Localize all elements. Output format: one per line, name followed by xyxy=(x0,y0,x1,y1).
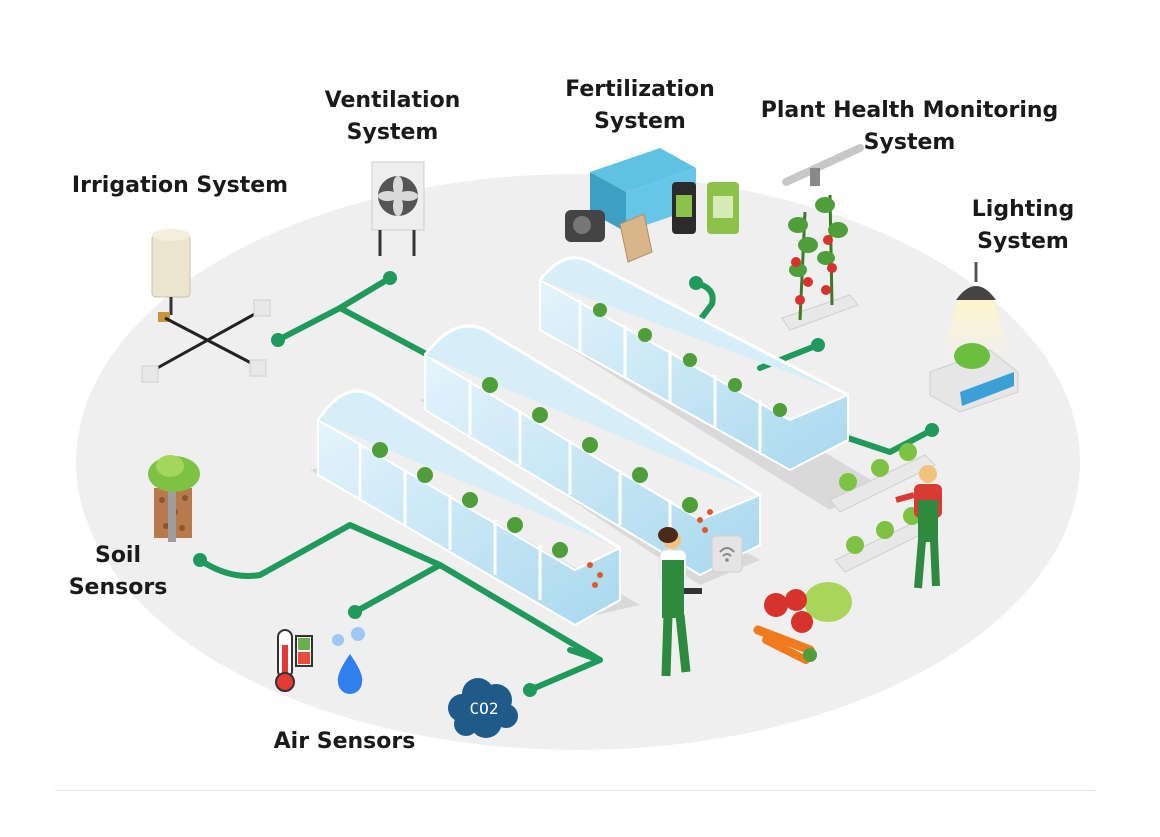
label-fertilization-system: Fertilization System xyxy=(565,77,715,134)
worker-left xyxy=(658,527,702,677)
label-ventilation-system: Ventilation System xyxy=(324,88,461,145)
tomato-plants xyxy=(781,194,859,331)
greenhouse-front xyxy=(316,389,621,627)
label-soil-sensors: Soil Sensors xyxy=(68,543,168,600)
label-irrigation-system: Irrigation System xyxy=(71,173,289,198)
ventilation-fan-icon xyxy=(371,161,425,256)
wifi-sensor-icon xyxy=(711,535,743,573)
label-air-sensors: Air Sensors xyxy=(273,729,416,754)
greenhouse-back xyxy=(538,256,849,472)
connector-nodes xyxy=(193,271,939,697)
co2-text: CO2 xyxy=(470,699,499,718)
hydroponic-racks xyxy=(829,443,936,573)
monitoring-camera-icon xyxy=(782,144,864,186)
thermometer-icon xyxy=(275,629,313,692)
worker-right xyxy=(895,465,942,589)
water-drop-icon xyxy=(332,627,365,694)
grow-lamp-icon xyxy=(929,262,1019,413)
label-plant-health-monitoring-system: Plant Health Monitoring System xyxy=(760,98,1059,155)
co2-cloud-icon: CO2 xyxy=(448,678,518,738)
bottom-divider xyxy=(55,790,1095,791)
greenhouse-middle xyxy=(423,324,761,577)
vegetable-pile xyxy=(753,582,852,664)
soil-sensor-icon xyxy=(148,455,200,542)
connector-lines xyxy=(197,275,935,693)
fertilization-tank-icon xyxy=(565,148,739,263)
irrigation-tank-icon xyxy=(141,229,271,383)
label-lighting-system: Lighting System xyxy=(971,197,1075,254)
